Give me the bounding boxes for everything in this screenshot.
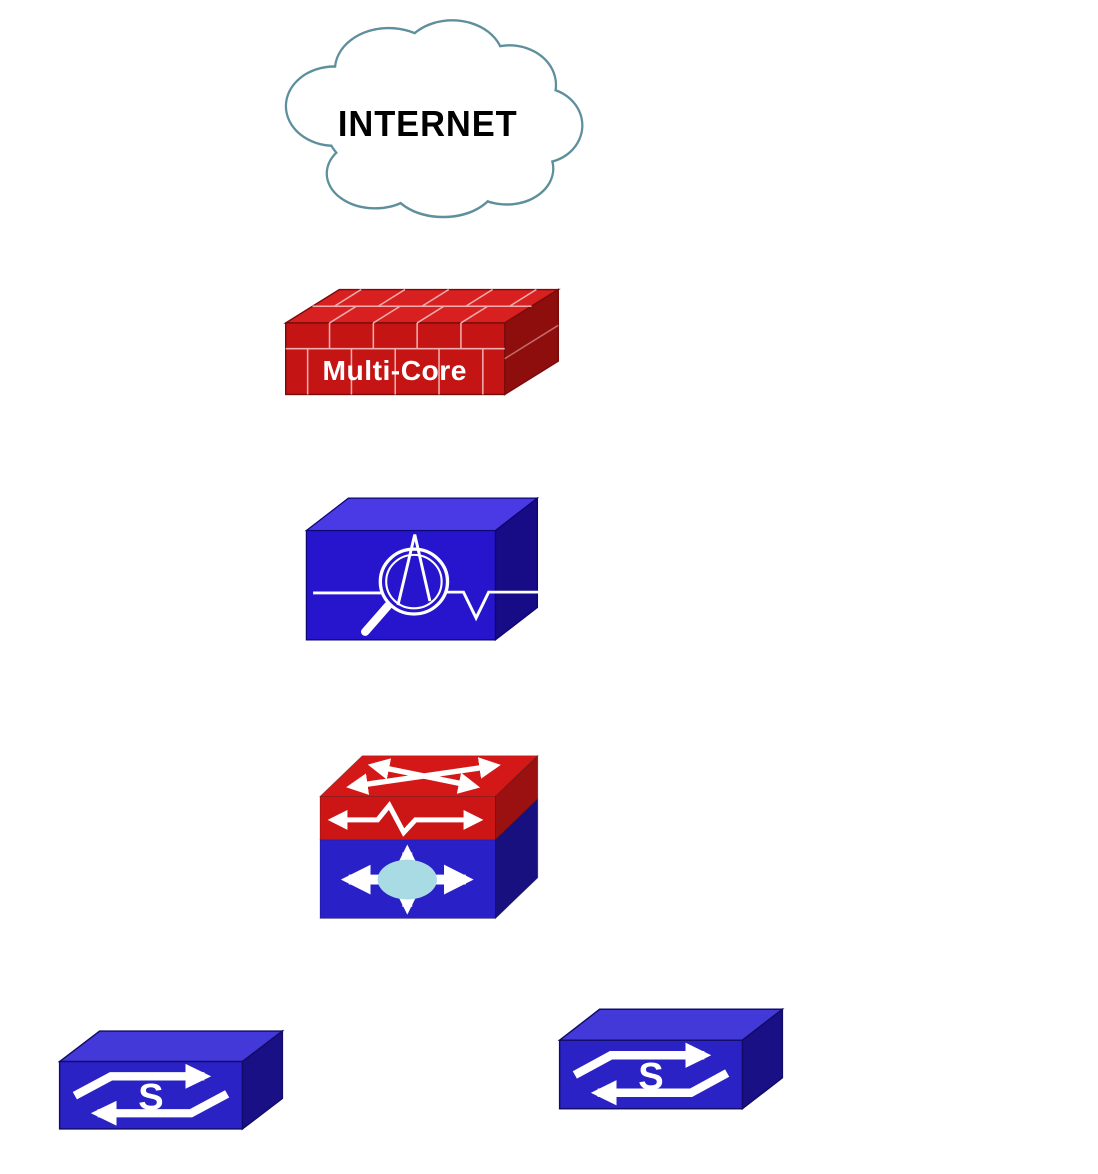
magnifier-handle xyxy=(361,601,393,636)
switch-arrows-icon xyxy=(72,1063,230,1126)
core-switch-box xyxy=(318,754,539,920)
access-switch-left-node: S xyxy=(52,1020,290,1140)
firewall-label: Multi-Core xyxy=(323,355,467,386)
ips-analyzer-magnifier-icon xyxy=(304,496,542,642)
core-switch-node xyxy=(302,706,554,932)
multilayer-switch-cube-icon xyxy=(318,754,539,920)
multicore-firewall-node: Multi-Core xyxy=(276,280,568,404)
routing-zigzag-arrow-icon xyxy=(327,800,484,837)
magnifier-waveform-icon xyxy=(313,534,542,636)
access-switch-right-node: S xyxy=(552,998,790,1120)
switch-letter-label: S xyxy=(638,1056,663,1098)
workgroup-switch-icon: S xyxy=(557,1007,785,1111)
workgroup-switch-icon: S xyxy=(57,1029,285,1131)
firewall-brick-grid xyxy=(285,288,559,395)
cloud-shape-fill xyxy=(287,21,582,216)
internet-cloud-icon: INTERNET xyxy=(284,19,584,219)
internet-label: INTERNET xyxy=(338,103,518,144)
internet-cloud-node: INTERNET xyxy=(248,10,593,236)
switch-letter-label: S xyxy=(138,1076,163,1117)
switch-arrows-icon xyxy=(572,1042,730,1106)
switch-box xyxy=(57,1029,285,1131)
switch-core-ellipse xyxy=(377,859,437,900)
appliance-box xyxy=(304,496,540,642)
cross-arrows-icon xyxy=(346,757,501,795)
multicore-firewall-brick-icon: Multi-Core xyxy=(283,288,561,396)
ips-appliance-node xyxy=(298,486,550,648)
